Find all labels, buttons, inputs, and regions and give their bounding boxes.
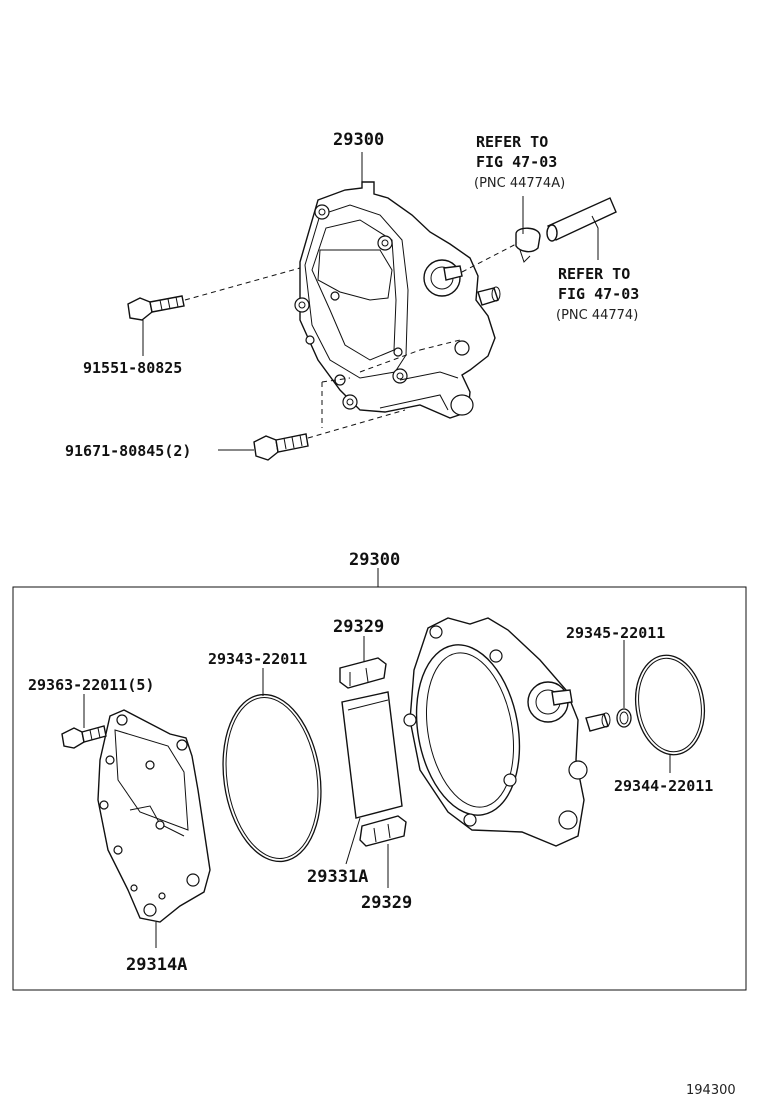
- label-large-oring: 29344-22011: [614, 777, 713, 795]
- vacuum-cap-drawing: [515, 227, 541, 263]
- label-screw: 29363-22011(5): [28, 676, 154, 694]
- label-vane-bottom: 29329: [361, 893, 412, 913]
- bolt1-assembly-line: [184, 267, 301, 301]
- bolt-91551-drawing: [127, 295, 185, 321]
- bolt-91671-drawing: [253, 433, 309, 461]
- label-29300-top: 29300: [333, 130, 384, 150]
- label-bolt1: 91551-80825: [83, 359, 182, 377]
- gasket-ring-drawing: [222, 693, 322, 863]
- label-small-oring: 29345-22011: [566, 624, 665, 642]
- bolt-hole-projection: [321, 339, 461, 428]
- nozzle-assembly-line: [461, 242, 519, 273]
- screw-drawing: [61, 725, 107, 749]
- label-vane-top: 29329: [333, 617, 384, 637]
- label-refer1-line1: REFER TO: [476, 133, 548, 151]
- label-cover-plate: 29314A: [126, 955, 187, 975]
- pump-housing-drawing: [403, 617, 611, 847]
- vane-top-drawing: [339, 657, 387, 689]
- vacuum-pump-assembly-drawing: [294, 181, 501, 419]
- gasket-ring-inner: [225, 697, 319, 859]
- small-oring-drawing: [616, 708, 632, 728]
- label-refer1-line2: FIG 47-03: [476, 153, 557, 171]
- bolt2-assembly-line: [307, 409, 406, 439]
- leader-refer2: [591, 215, 599, 260]
- vane-bottom-drawing: [359, 815, 407, 847]
- label-29300-frame: 29300: [349, 550, 400, 570]
- large-oring-drawing: [634, 654, 706, 756]
- label-bolt2: 91671-80845(2): [65, 442, 191, 460]
- label-rotor-vane: 29331A: [307, 867, 368, 887]
- label-gasket: 29343-22011: [208, 650, 307, 668]
- cover-plate-drawing: [97, 709, 211, 923]
- large-oring-inner: [638, 657, 702, 753]
- vacuum-hose-drawing: [546, 197, 617, 242]
- exploded-view-frame: [12, 586, 747, 991]
- label-refer2-line1: REFER TO: [558, 265, 630, 283]
- small-oring-inner: [619, 711, 629, 725]
- diagram-code: 194300: [686, 1083, 736, 1098]
- rotor-vane-drawing: [341, 691, 403, 819]
- label-refer2-line3: (PNC 44774): [556, 308, 638, 323]
- label-refer2-line2: FIG 47-03: [558, 285, 639, 303]
- leader-rotor: [345, 817, 361, 865]
- label-refer1-line3: (PNC 44774A): [474, 176, 565, 191]
